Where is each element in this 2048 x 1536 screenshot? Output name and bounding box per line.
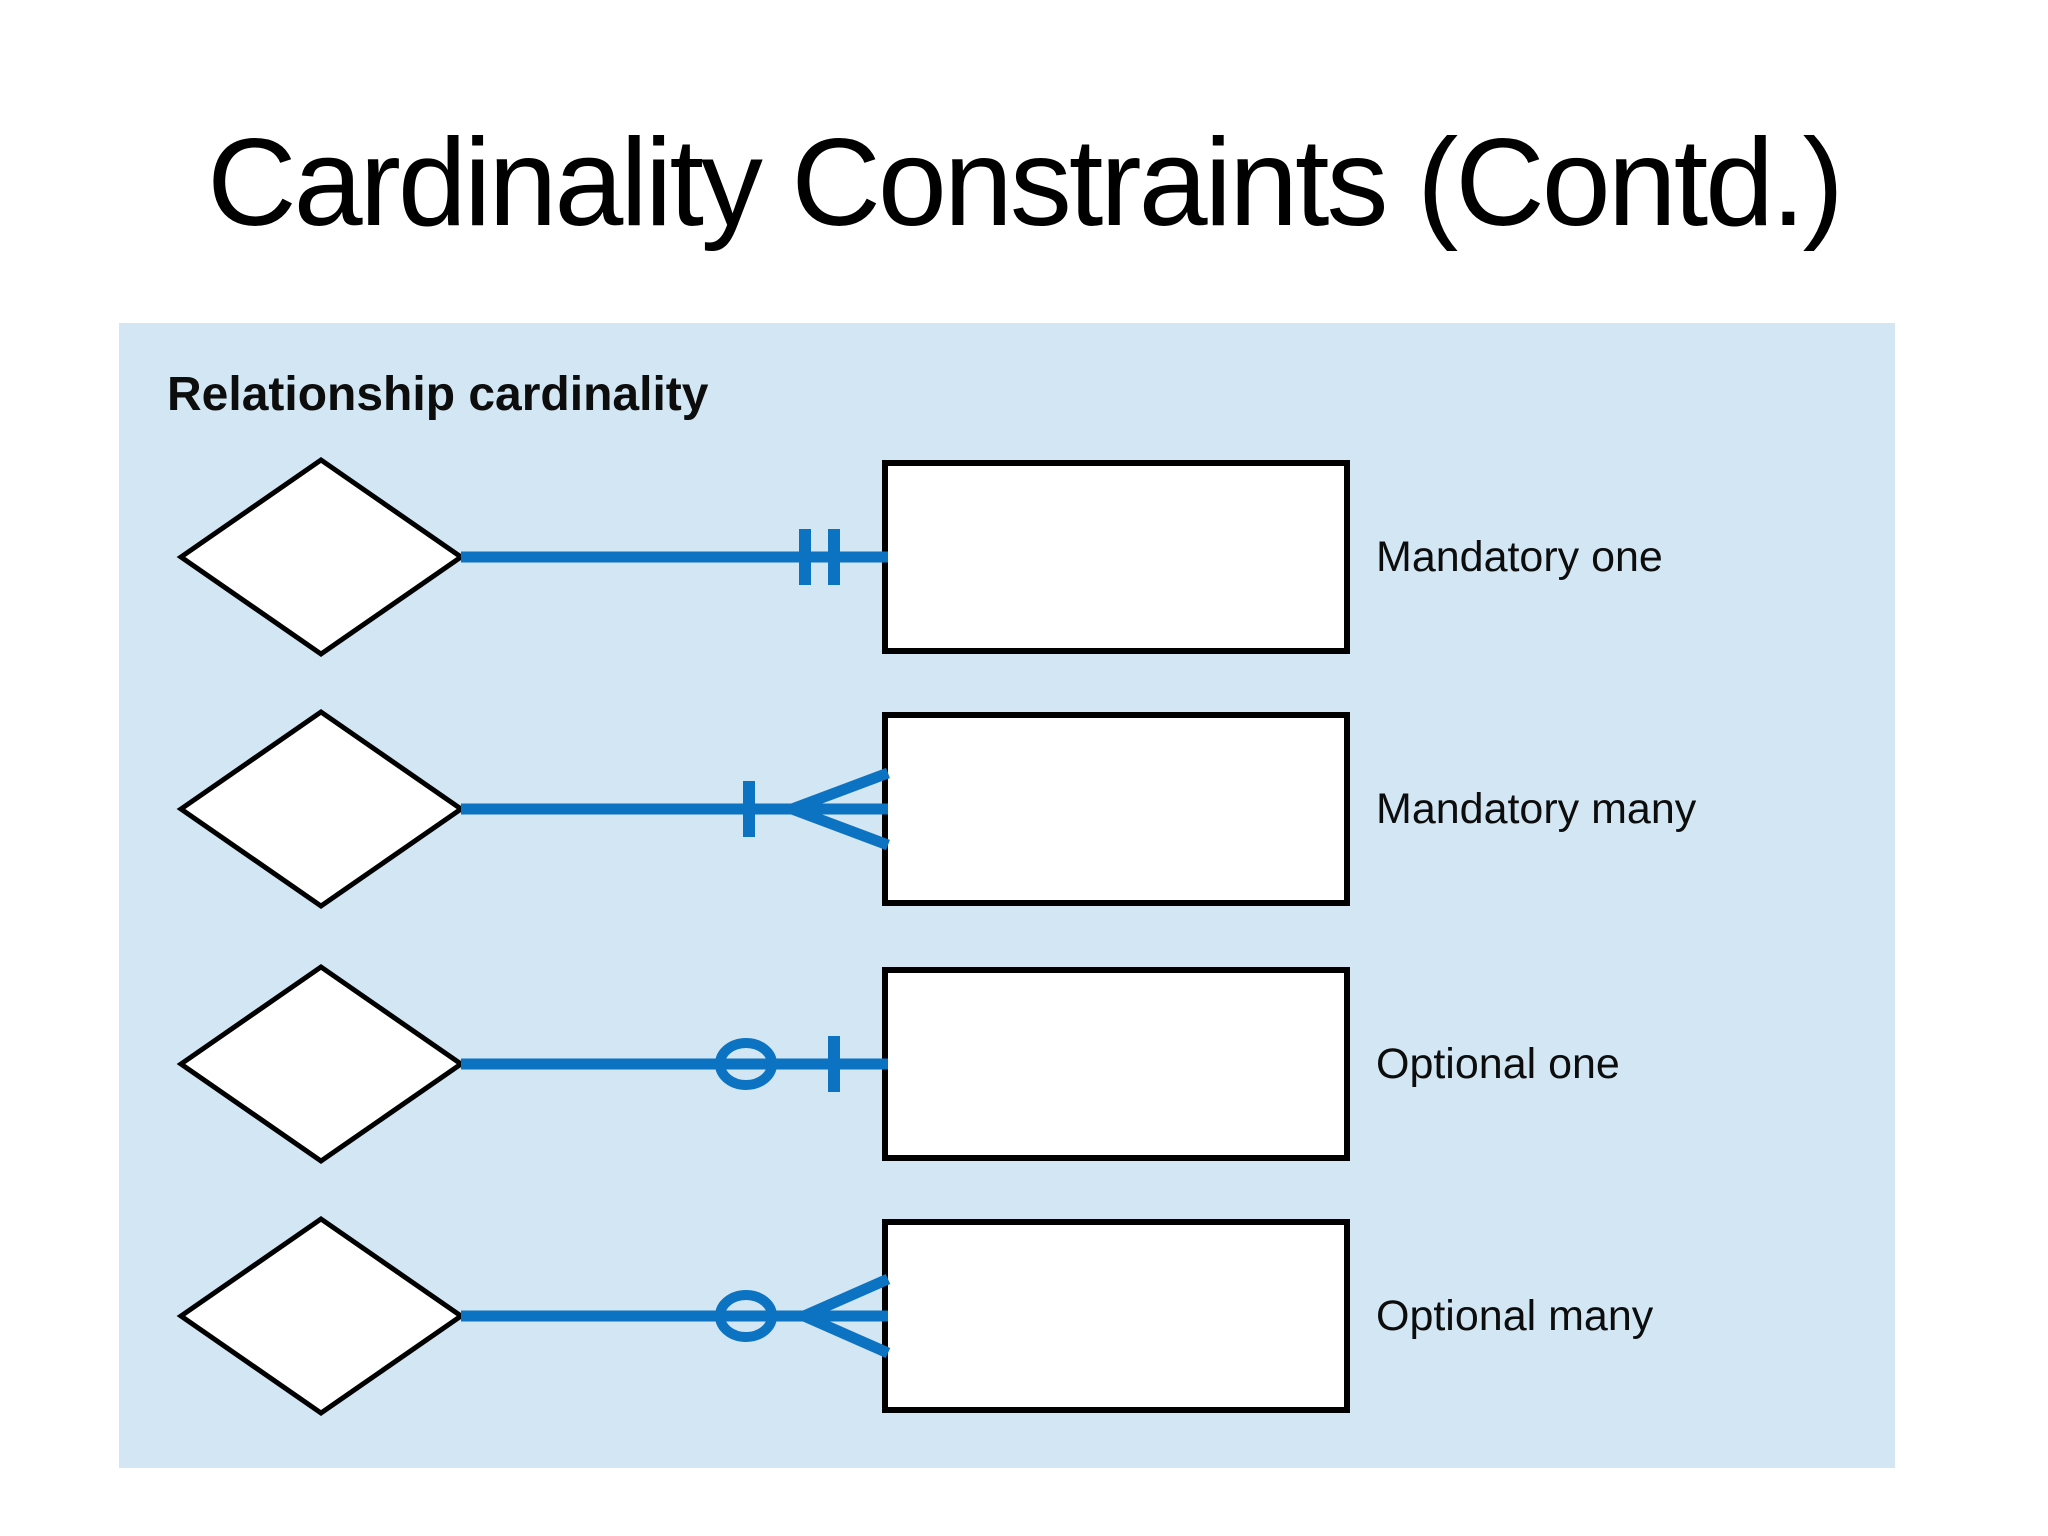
optional-circle-icon <box>715 1290 777 1342</box>
slide-title: Cardinality Constraints (Contd.) <box>207 114 1844 252</box>
crows-foot-upper-prong-icon <box>790 767 890 815</box>
relationship-cardinality-panel: Relationship cardinality Mandatory one M… <box>119 323 1895 1468</box>
row-label-optional-many: Optional many <box>1376 1292 1654 1340</box>
optional-circle-icon <box>715 1038 777 1090</box>
relationship-diamond-icon <box>176 456 466 658</box>
row-label-optional-one: Optional one <box>1376 1040 1620 1088</box>
row-label-mandatory-one: Mandatory one <box>1376 533 1663 581</box>
relationship-diamond-icon <box>176 963 466 1165</box>
entity-rectangle <box>882 712 1350 906</box>
relationship-diamond-icon <box>176 1215 466 1417</box>
entity-rectangle <box>882 1219 1350 1413</box>
row-optional-many <box>176 1215 1350 1417</box>
row-mandatory-one <box>176 456 1350 658</box>
crows-foot-upper-prong-icon <box>801 1273 891 1322</box>
entity-rectangle <box>882 460 1350 654</box>
crows-foot-lower-prong-icon <box>790 803 890 851</box>
panel-heading: Relationship cardinality <box>167 368 709 421</box>
row-label-mandatory-many: Mandatory many <box>1376 785 1697 833</box>
crows-foot-lower-prong-icon <box>801 1310 891 1359</box>
relationship-diamond-icon <box>176 708 466 910</box>
entity-rectangle <box>882 967 1350 1161</box>
cardinality-diagram <box>176 456 1350 1417</box>
row-mandatory-many <box>176 708 1350 910</box>
row-optional-one <box>176 963 1350 1165</box>
